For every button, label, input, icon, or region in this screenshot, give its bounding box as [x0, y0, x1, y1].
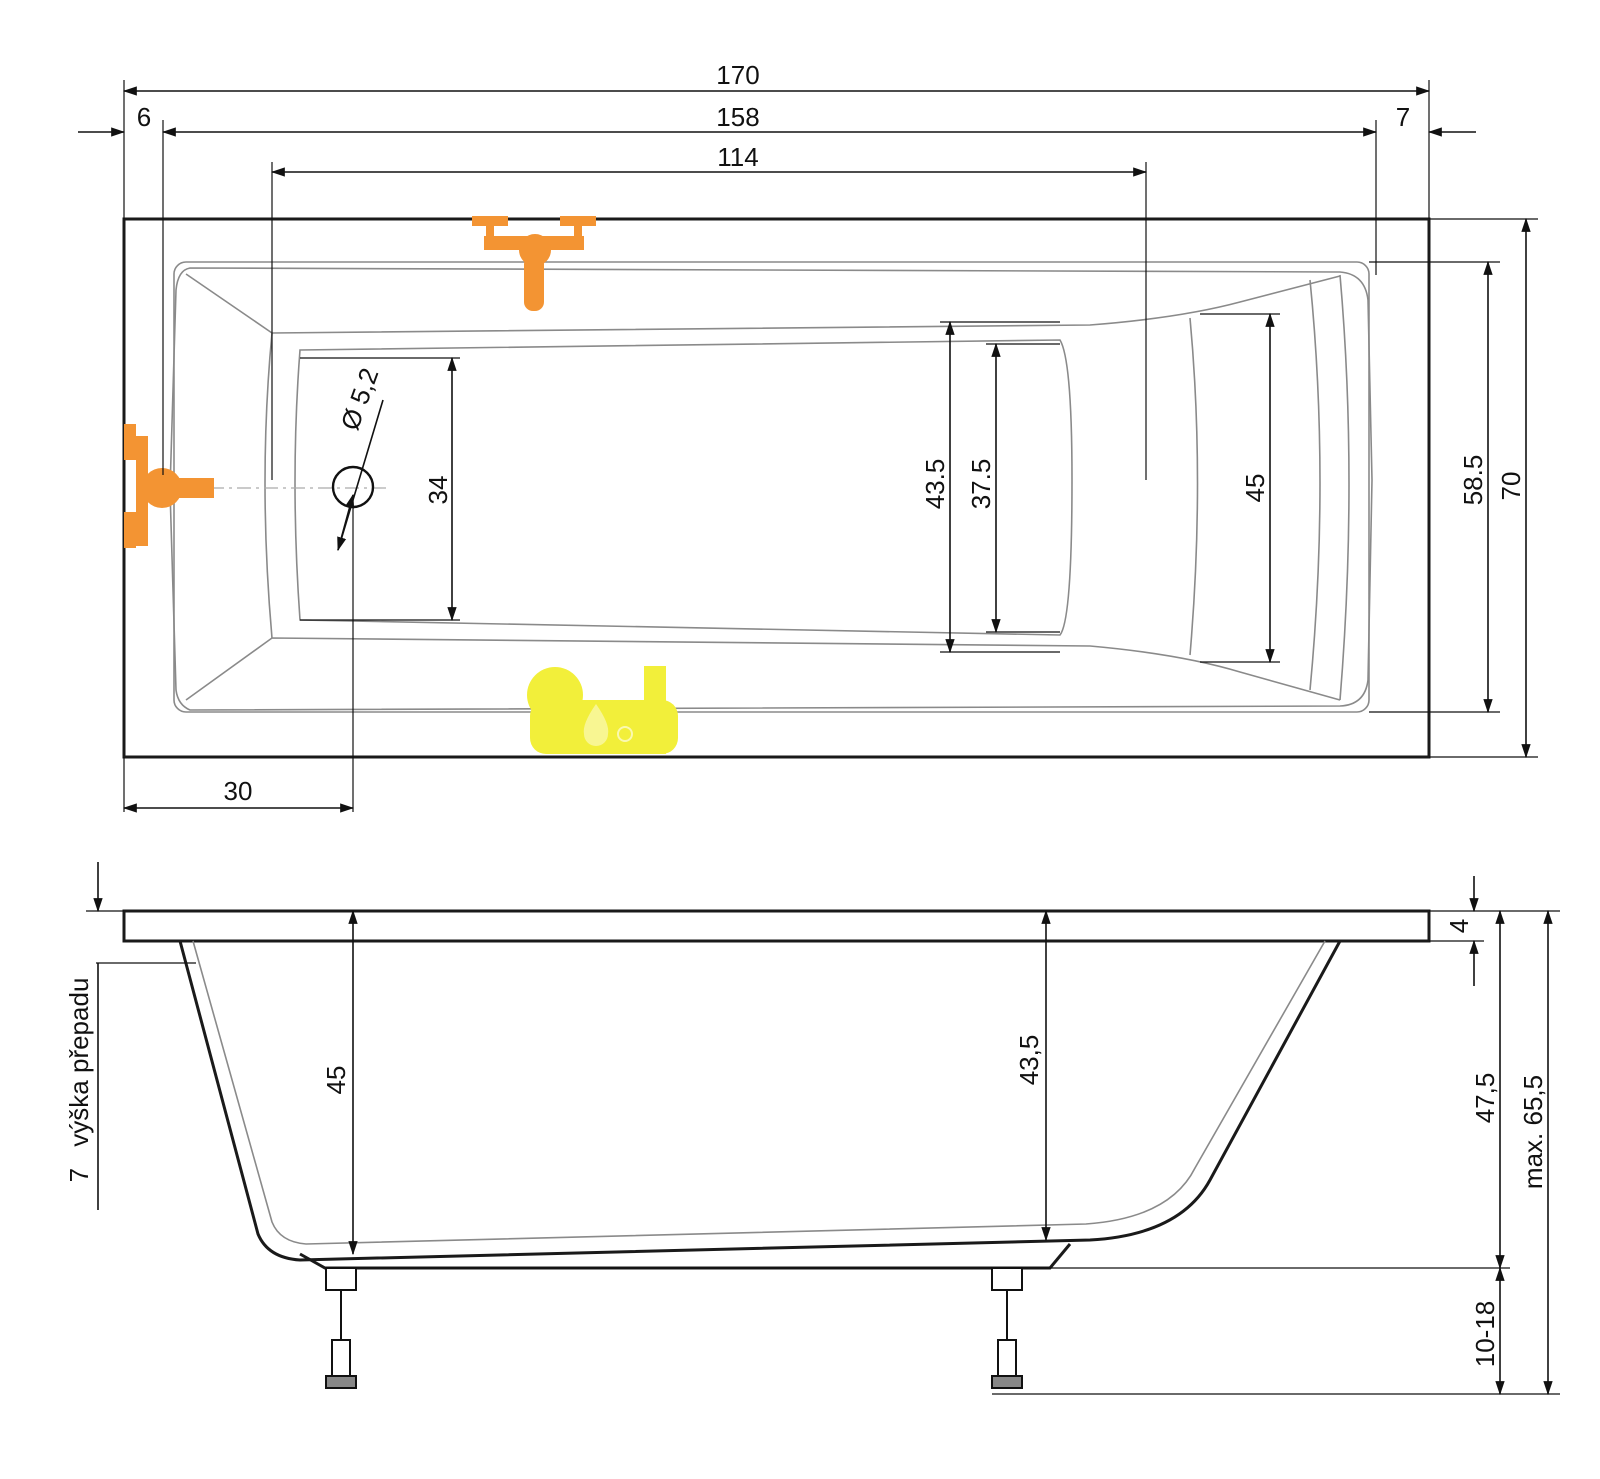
- dim-drain-diameter: Ø 5,2: [335, 364, 385, 434]
- dim-inner-width: 58.5: [1458, 455, 1488, 506]
- faucet-icon: [472, 216, 596, 311]
- backrest-line-1: [1189, 317, 1199, 656]
- tub-slope-top: [185, 273, 1341, 334]
- side-view: 45 43,5 7 výška přepadu 4 47,5 10-18 max…: [64, 862, 1560, 1396]
- dim-backrest-width: 45: [1240, 474, 1270, 503]
- backrest-line-2: [1309, 279, 1321, 691]
- tub-floor: [294, 339, 1073, 636]
- dim-overflow-height: 7: [64, 1168, 94, 1182]
- tub-basin-contour: [169, 267, 1373, 711]
- leg-left: [325, 1267, 357, 1389]
- tub-slope-bottom: [185, 637, 1341, 701]
- dim-tub-height: 47,5: [1470, 1073, 1500, 1124]
- side-tub-body: [178, 940, 1342, 1262]
- faucet-icon: [124, 424, 214, 548]
- tub-outer-rim: [122, 217, 1431, 759]
- dim-depth-right: 43,5: [1014, 1035, 1044, 1086]
- overflow-height-label: 7 výška přepadu: [64, 978, 94, 1183]
- drain-leader-mid: [337, 493, 355, 551]
- top-view: 170 6 158 7 114 30 Ø 5,2 34 43.5 37.5 45…: [78, 60, 1538, 813]
- dim-total-length: 170: [716, 60, 759, 90]
- leg-right: [991, 1267, 1023, 1389]
- left-curve: [264, 332, 273, 639]
- dim-rim-thickness: 4: [1444, 919, 1474, 933]
- dim-leg-range: 10-18: [1470, 1301, 1500, 1368]
- dim-drain-offset: 30: [224, 776, 253, 806]
- backrest-line-3: [1339, 274, 1350, 701]
- dim-right-rim: 7: [1396, 102, 1410, 132]
- dim-total-width: 70: [1496, 472, 1526, 501]
- side-rim: [122, 909, 1431, 943]
- dim-bottom-width-left: 34: [423, 476, 453, 505]
- side-tub-inner: [192, 940, 1326, 1245]
- dim-inner-length: 158: [716, 102, 759, 132]
- dim-bottom-length: 114: [717, 142, 758, 172]
- dim-depth-left: 45: [321, 1066, 351, 1095]
- dim-inner-width-a: 43.5: [920, 459, 950, 510]
- overflow-drain-icon: [527, 666, 678, 754]
- dim-inner-width-b: 37.5: [966, 459, 996, 510]
- overflow-label-text: výška přepadu: [64, 978, 94, 1147]
- dim-max-height: max. 65,5: [1518, 1075, 1548, 1189]
- dim-left-rim: 6: [137, 102, 151, 132]
